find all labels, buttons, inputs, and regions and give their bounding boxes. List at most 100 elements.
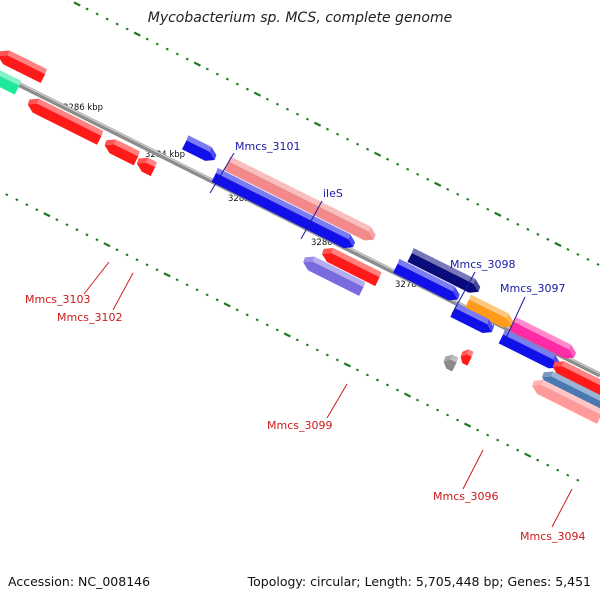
feature-bevel-top: [466, 349, 474, 357]
minor-tick: [335, 358, 339, 362]
feature-bevel-top: [551, 371, 600, 401]
major-tick: [73, 1, 81, 7]
feature-body: [498, 334, 559, 369]
mmcs-3099-feature: [303, 256, 366, 296]
minor-tick: [366, 147, 370, 151]
minor-tick: [315, 348, 319, 352]
feature-body: [443, 359, 457, 372]
minor-tick: [85, 233, 89, 237]
feature-bevel-head: [532, 379, 544, 386]
feature-body: [0, 55, 46, 84]
minor-tick: [175, 52, 179, 56]
major-tick: [283, 332, 291, 338]
minor-tick: [395, 388, 400, 392]
feature-bevel-top: [541, 379, 600, 415]
minor-tick: [566, 247, 570, 251]
feature-bevel-top: [397, 258, 455, 292]
label-leader-line: [209, 152, 235, 194]
feature-body: [532, 384, 600, 424]
feature-bevel-head: [348, 234, 356, 248]
minor-tick: [486, 207, 490, 211]
feature-body: [27, 103, 102, 145]
major-tick: [133, 31, 141, 37]
label-leader-line: [462, 449, 484, 490]
feature-bevel-head: [0, 50, 10, 57]
minor-tick: [355, 368, 359, 372]
major-tick: [403, 392, 412, 398]
minor-tick: [185, 283, 189, 287]
minor-tick: [546, 463, 550, 467]
feature-bevel-top: [469, 294, 509, 319]
feature-bevel-top: [331, 247, 382, 278]
label-leader-line: [326, 383, 348, 419]
gene-label: Mmcs_3099: [267, 419, 332, 432]
gene-label: Mmcs_3096: [433, 490, 498, 503]
minor-tick: [466, 197, 470, 201]
major-tick: [253, 91, 262, 97]
scale-ticks: 3286 kbp3284 kbp3282 kbp3280 kbp3278 kbp…: [5, 0, 600, 482]
feature-bevel-head: [368, 226, 376, 240]
minor-tick: [285, 107, 290, 111]
feature-body: [224, 161, 374, 241]
major-tick: [193, 61, 201, 67]
minor-tick: [516, 222, 520, 226]
minor-tick: [415, 398, 420, 402]
feature-bevel-top: [503, 329, 555, 360]
gene-feature: [450, 302, 494, 334]
minor-tick: [456, 418, 460, 422]
minor-tick: [516, 448, 520, 452]
minor-tick: [386, 157, 390, 161]
minor-tick: [265, 97, 269, 101]
feature-bevel-top: [114, 139, 140, 157]
minor-tick: [566, 473, 570, 477]
minor-tick: [85, 7, 89, 11]
feature-body: [136, 162, 156, 177]
mmcs-3101-feature: [182, 135, 217, 161]
minor-tick: [215, 72, 219, 76]
feature-body: [509, 321, 575, 359]
gene-feature: [211, 167, 356, 249]
gene-feature: [0, 50, 47, 84]
major-tick: [343, 362, 352, 368]
gene-feature: [393, 258, 460, 301]
minor-tick: [476, 428, 480, 432]
minor-tick: [295, 112, 300, 116]
genome-summary: Topology: circular; Length: 5,705,448 bp…: [247, 574, 591, 589]
feature-labels: Mmcs_3103Mmcs_3102Mmcs_3101ileSMmcs_3099…: [25, 140, 585, 543]
minor-tick: [446, 187, 450, 191]
minor-tick: [195, 288, 199, 292]
minor-tick: [506, 217, 510, 221]
gene-feature: [552, 361, 600, 397]
minor-tick: [185, 57, 189, 61]
mmcs-3094-feature: [532, 379, 600, 424]
accession-text: Accession: NC_008146: [8, 574, 151, 589]
minor-tick: [426, 177, 430, 181]
minor-tick: [55, 218, 59, 222]
major-tick: [313, 121, 322, 127]
minor-tick: [536, 232, 540, 236]
minor-tick: [245, 87, 249, 91]
feature-bevel-head: [552, 361, 564, 368]
minor-tick: [496, 438, 500, 442]
mmcs-3098-feature: [407, 247, 481, 293]
feature-body: [303, 261, 364, 296]
gene-feature: [460, 349, 474, 366]
feature-body: [182, 140, 215, 161]
minor-tick: [486, 433, 490, 437]
minor-tick: [145, 263, 149, 267]
minor-tick: [115, 22, 119, 26]
feature-body: [450, 307, 492, 334]
feature-body: [464, 299, 512, 328]
major-tick: [494, 211, 502, 217]
feature-bevel-top: [513, 316, 572, 350]
gene-label: Mmcs_3097: [500, 282, 565, 295]
feature-bevel-top: [0, 70, 21, 86]
minor-tick: [445, 413, 450, 417]
label-leader-line: [505, 296, 526, 339]
gene-label: ileS: [323, 187, 343, 200]
gene-label: Mmcs_3098: [450, 258, 515, 271]
feature-track: [0, 50, 600, 424]
minor-tick: [325, 353, 329, 357]
minor-tick: [205, 293, 209, 297]
